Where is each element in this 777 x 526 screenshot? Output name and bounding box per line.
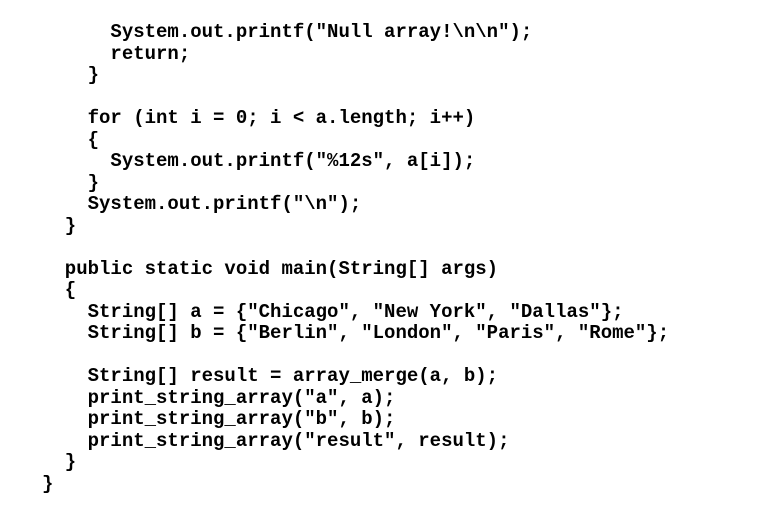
code-line: public static void main(String[] args): [42, 257, 499, 280]
code-line: String[] a = {"Chicago", "New York", "Da…: [42, 300, 624, 323]
code-line: {: [42, 279, 77, 301]
code-line: System.out.printf("\n");: [42, 193, 362, 215]
code-line: print_string_array("a", a);: [42, 386, 396, 409]
code-line: }: [42, 472, 54, 495]
code-line: [42, 345, 669, 367]
code-line: return;: [42, 42, 191, 65]
code-line: String[] result = array_merge(a, b);: [42, 365, 499, 387]
code-line: }: [42, 214, 77, 237]
code-line: {: [42, 128, 100, 151]
code-line: for (int i = 0; i < a.length; i++): [42, 107, 476, 129]
code-line: System.out.printf("Null array!\n\n");: [42, 21, 533, 43]
code-line: System.out.printf("%12s", a[i]);: [42, 150, 476, 172]
code-line: [42, 87, 669, 109]
code-line: print_string_array("b", b);: [42, 408, 396, 430]
code-line: }: [42, 451, 77, 473]
code-line: }: [42, 64, 100, 86]
code-line: print_string_array("result", result);: [42, 429, 510, 452]
code-line: String[] b = {"Berlin", "London", "Paris…: [42, 322, 670, 344]
code-line: }: [42, 171, 100, 194]
code-listing: System.out.printf("Null array!\n\n"); re…: [42, 21, 670, 495]
code-line: [42, 237, 669, 259]
